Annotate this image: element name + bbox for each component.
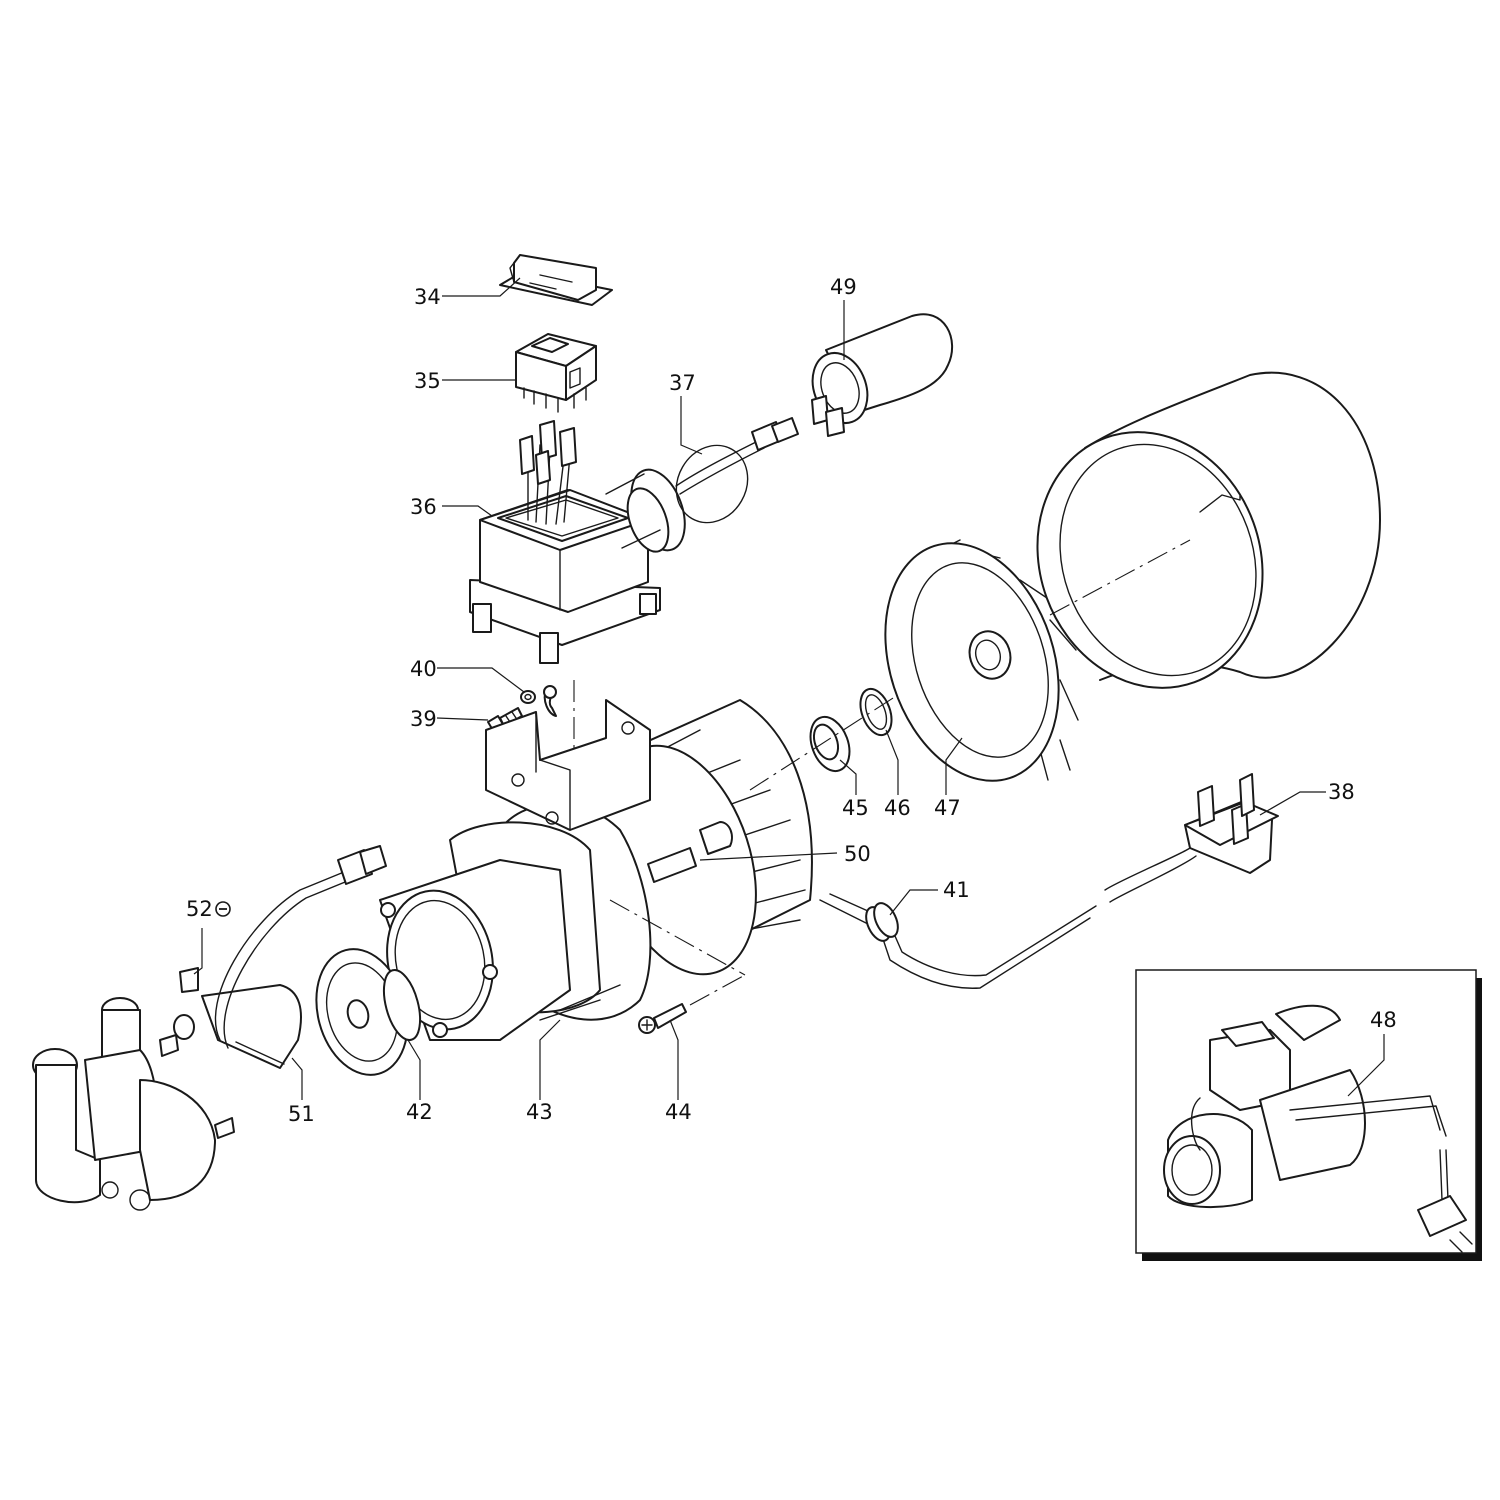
callout-52: 52 [186, 897, 213, 921]
callout-39: 39 [410, 707, 437, 731]
part-51-pressure-switch [173, 845, 387, 1069]
part-40-washer-lug [520, 685, 557, 717]
callout-36: 36 [410, 495, 437, 519]
callout-leaders [193, 277, 1385, 1100]
callout-45: 45 [842, 796, 869, 820]
part-42-impeller [315, 948, 422, 1076]
callout-42: 42 [406, 1100, 433, 1124]
circled-minus-icon [215, 901, 231, 917]
callout-47: 47 [934, 796, 961, 820]
callout-46: 46 [884, 796, 911, 820]
callout-37: 37 [669, 371, 696, 395]
callout-51: 51 [288, 1102, 315, 1126]
part-38-plug [1104, 773, 1279, 903]
part-37-cable [675, 417, 799, 524]
part-41-cable [819, 893, 1097, 989]
callout-49: 49 [830, 275, 857, 299]
part-36-switch-housing [469, 420, 686, 664]
part-46-o-ring [859, 687, 893, 737]
callout-34: 34 [414, 285, 441, 309]
callout-43: 43 [526, 1100, 553, 1124]
callout-50: 50 [844, 842, 871, 866]
part-34-switch-cap [499, 254, 613, 306]
callout-41: 41 [943, 878, 970, 902]
part-52-clip [179, 967, 199, 993]
part-fan-cover [1036, 371, 1381, 689]
callout-48: 48 [1370, 1008, 1397, 1032]
part-35-rocker-switch [515, 333, 597, 413]
callout-40: 40 [410, 657, 437, 681]
callout-38: 38 [1328, 780, 1355, 804]
inset-assembled-view [1135, 969, 1482, 1261]
callout-35: 35 [414, 369, 441, 393]
part-47-cooling-fan [884, 539, 1079, 782]
callout-44: 44 [665, 1100, 692, 1124]
part-45-bearing-seal [809, 715, 851, 773]
callout-labels: 34 35 36 37 49 40 39 38 50 41 45 46 47 4… [186, 275, 1397, 1126]
part-50-brush [647, 847, 697, 883]
part-49-capacitor [811, 313, 954, 437]
part-44-screw [638, 1003, 687, 1034]
part-43-motor-housing [379, 699, 813, 1041]
part-pump-head [32, 997, 235, 1211]
